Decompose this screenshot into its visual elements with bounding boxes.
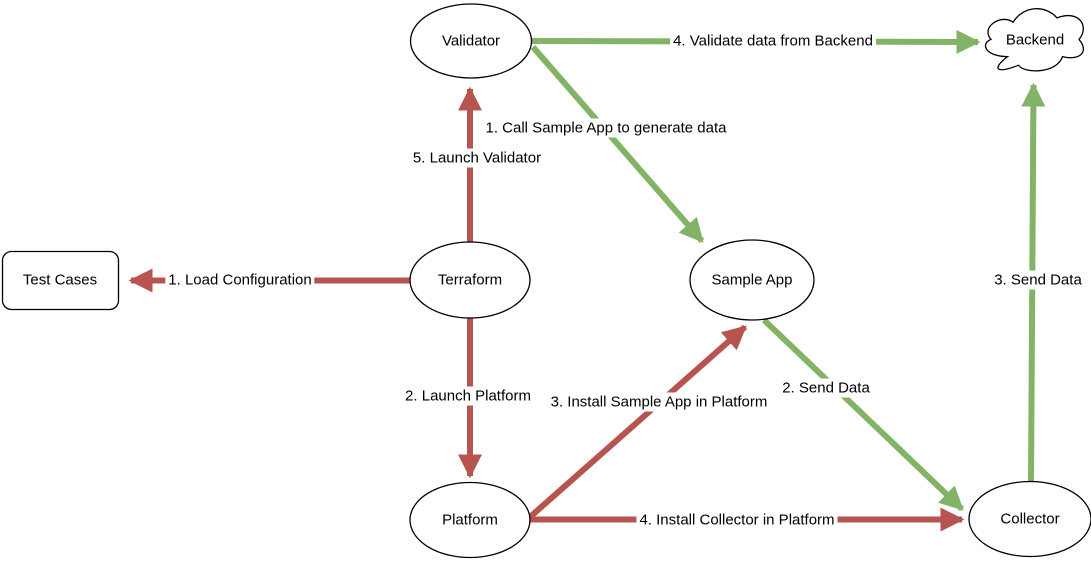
node-platform-label: Platform	[442, 511, 498, 529]
edge-sample-app-to-collector	[761, 317, 965, 512]
node-backend-label: Backend	[1005, 31, 1065, 49]
edge-label-call-sample-app: 1. Call Sample App to generate data	[482, 118, 730, 138]
node-terraform-shape	[409, 241, 531, 319]
edge-label-load-configuration: 1. Load Configuration	[165, 270, 315, 290]
edge-label-install-collector: 4. Install Collector in Platform	[636, 510, 838, 530]
node-validator-label: Validator	[441, 32, 501, 50]
node-backend-shape	[984, 8, 1085, 72]
edge-label-validate-data: 4. Validate data from Backend	[670, 31, 876, 51]
edge-label-launch-validator: 5. Launch Validator	[409, 148, 545, 168]
node-test-cases-label: Test Cases	[22, 271, 98, 289]
edge-label-install-sample-app: 3. Install Sample App in Platform	[547, 392, 771, 412]
node-terraform-label: Terraform	[437, 271, 503, 289]
edge-label-launch-platform: 2. Launch Platform	[402, 386, 534, 406]
edge-label-send-data-backend: 3. Send Data	[991, 270, 1085, 290]
node-sample-app-label: Sample App	[711, 271, 793, 289]
node-collector-shape	[968, 480, 1091, 558]
edge-label-send-data-collector: 2. Send Data	[779, 378, 873, 398]
node-collector-label: Collector	[1000, 510, 1060, 528]
node-platform-shape	[409, 481, 531, 559]
node-validator-shape	[409, 3, 533, 79]
node-sample-app-shape	[689, 239, 815, 321]
edge-platform-to-sample-app	[528, 324, 747, 520]
edge-validator-to-sample-app	[530, 45, 705, 243]
node-test-cases-shape	[1, 250, 120, 311]
